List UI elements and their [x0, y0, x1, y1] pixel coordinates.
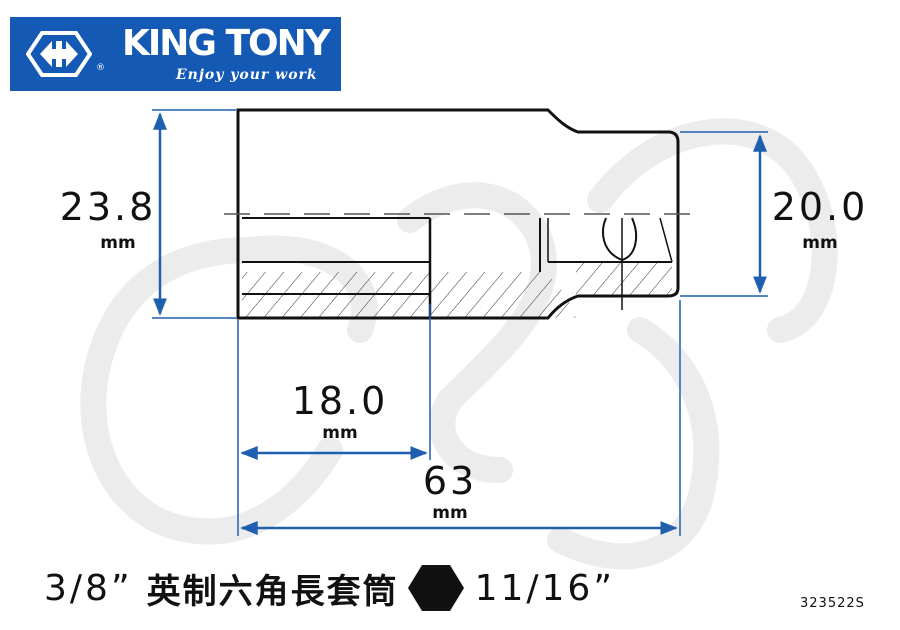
outer-diameter-value: 23.8	[60, 185, 157, 229]
product-name: 英制六角長套筒	[146, 571, 399, 612]
brand-logo: ® KING TONY Enjoy your work	[10, 17, 341, 91]
dimension-lines	[152, 109, 768, 536]
overall-length-unit: mm	[432, 503, 467, 523]
part-number: 323522S	[800, 596, 865, 611]
registered-mark: ®	[96, 63, 105, 73]
king-tony-emblem-icon	[26, 31, 92, 77]
brand-name: KING TONY	[122, 23, 331, 64]
hex-depth-value: 18.0	[292, 379, 389, 423]
dimension-labels: 23.8 mm 20.0 mm 18.0 mm 63 mm	[60, 185, 869, 523]
drive-diameter-value: 20.0	[772, 185, 869, 229]
drive-size-label: 3/8”	[44, 567, 133, 609]
hexagon-icon	[407, 565, 464, 611]
drive-ball-hole	[602, 217, 638, 262]
hex-depth-unit: mm	[322, 423, 357, 443]
overall-length-value: 63	[423, 459, 477, 503]
socket-section-hatch-3	[576, 262, 672, 296]
product-title: 3/8” 英制六角長套筒 11/16”	[44, 560, 615, 616]
socket-section-hatch-2	[430, 272, 576, 318]
drive-square-top	[659, 217, 673, 263]
socket-drawing	[224, 108, 694, 320]
socket-body-outline	[236, 108, 680, 320]
brand-slogan: Enjoy your work	[176, 67, 318, 83]
outer-diameter-unit: mm	[100, 233, 135, 253]
socket-size-label: 11/16”	[474, 567, 615, 609]
drive-diameter-unit: mm	[802, 233, 837, 253]
